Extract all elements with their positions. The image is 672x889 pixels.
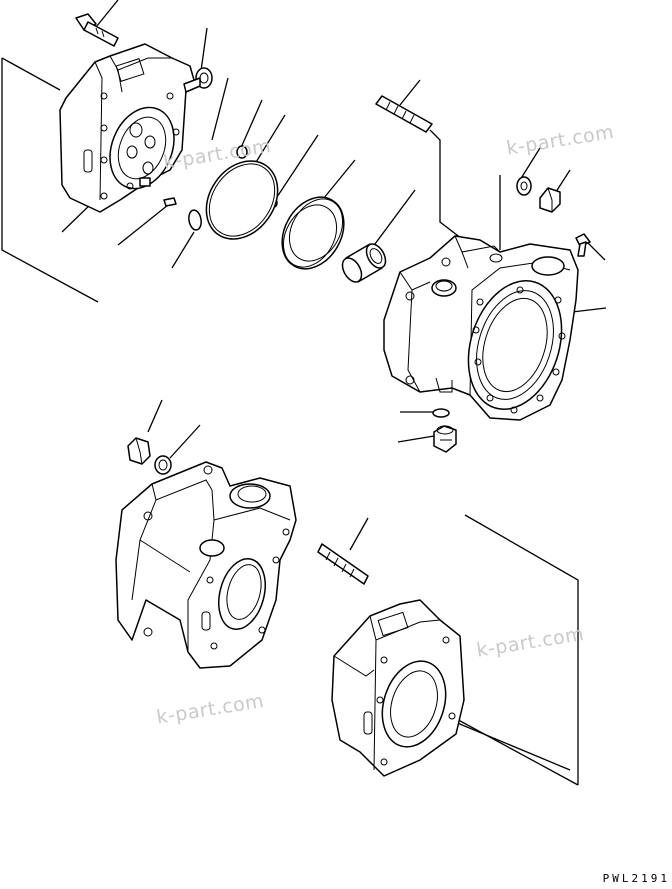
drawing-code: PWL2191 — [602, 872, 670, 885]
drain-plug — [433, 425, 457, 453]
mounting-bolt — [75, 13, 119, 47]
stud-bolt-lower — [317, 543, 369, 585]
pump-case-front — [115, 461, 297, 669]
o-ring-small — [432, 408, 450, 418]
nut-left — [127, 437, 151, 465]
cap-screw — [575, 233, 591, 257]
seal-ring — [281, 196, 345, 270]
pump-case — [383, 235, 579, 421]
rear-cover — [59, 43, 195, 213]
o-ring-large — [205, 160, 279, 240]
plug-fitting — [183, 67, 213, 93]
washer-right — [516, 176, 532, 196]
assembly-boundary-lines — [1, 57, 579, 786]
bushing — [341, 243, 387, 283]
stud-bolt-top — [375, 95, 433, 133]
valve-body — [331, 599, 465, 777]
nut-right — [539, 187, 561, 213]
washer-left — [154, 455, 172, 475]
dowel-pins — [139, 145, 278, 231]
